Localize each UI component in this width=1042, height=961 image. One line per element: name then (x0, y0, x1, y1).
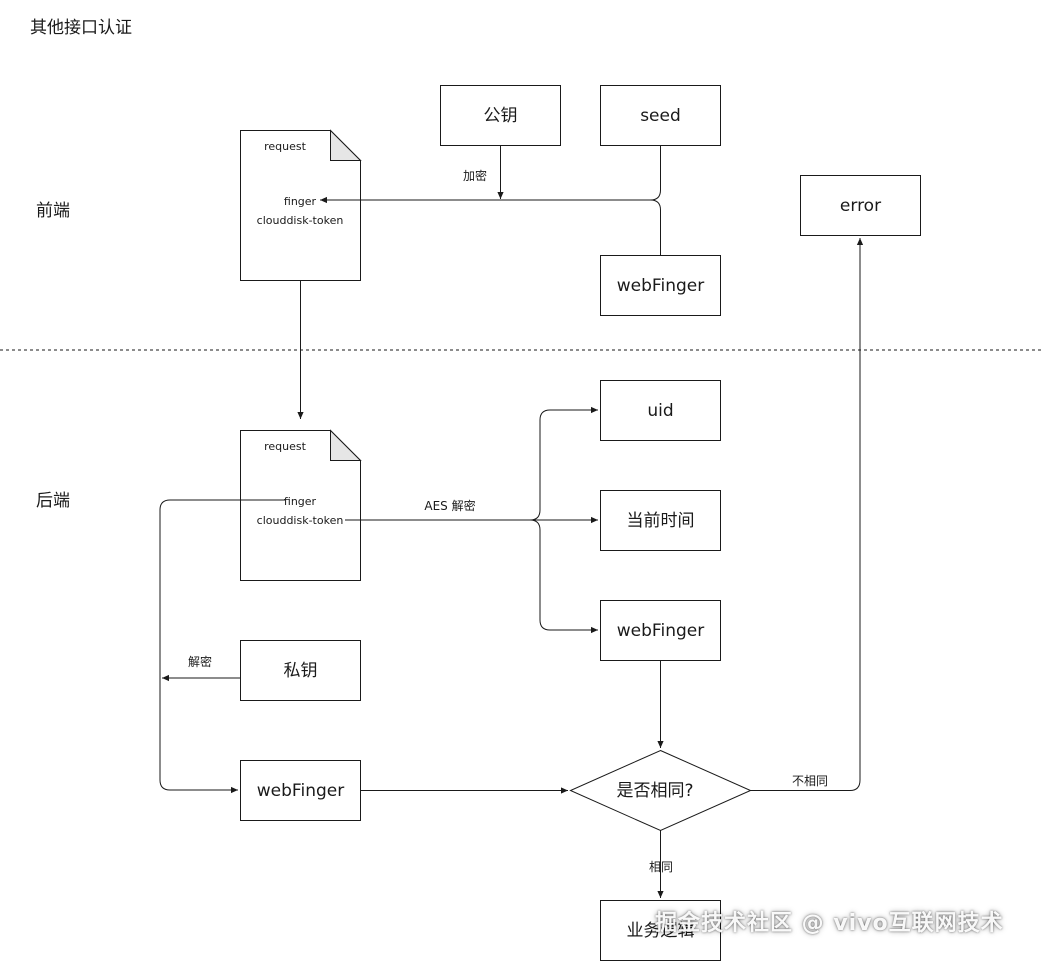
webfinger-to-finger-line (650, 199, 661, 256)
seed-to-finger-arrow (320, 145, 661, 204)
uid-box: uid (600, 380, 721, 441)
decoded-webfinger-box: webFinger (600, 600, 721, 661)
frontend-webfinger-label: webFinger (617, 276, 704, 296)
public-key-box: 公钥 (440, 85, 561, 146)
decision-label: 是否相同? (616, 781, 693, 801)
frontend-finger-field: finger (284, 195, 317, 208)
not-same-label: 不相同 (792, 774, 828, 788)
error-box: error (800, 175, 921, 236)
frontend-request-header: request (264, 140, 307, 153)
watermark: 掘金技术社区 @ vivo互联网技术 (655, 911, 1004, 936)
same-label: 相同 (649, 860, 673, 874)
business-logic-label: 业务逻辑 (627, 921, 695, 941)
finger-to-webfinger-arrow (159, 499, 285, 794)
uid-label: uid (647, 401, 673, 421)
seed-label: seed (640, 106, 681, 126)
current-time-label: 当前时间 (627, 511, 695, 531)
decision-diamond: 是否相同? (569, 749, 752, 832)
aes-to-webfinger-arrow (529, 519, 598, 634)
encrypt-label: 加密 (463, 168, 487, 183)
business-logic-box: 业务逻辑 (600, 900, 721, 961)
backend-request-document: request finger clouddisk-token (240, 429, 362, 581)
decoded-webfinger-label: webFinger (617, 621, 704, 641)
frontend-request-document: request finger clouddisk-token (240, 129, 362, 281)
frontend-webfinger-box: webFinger (600, 255, 721, 316)
backend-token-field: clouddisk-token (257, 514, 344, 527)
frontend-token-field: clouddisk-token (257, 214, 344, 227)
current-time-box: 当前时间 (600, 490, 721, 551)
backend-webfinger-box: webFinger (240, 760, 361, 821)
private-key-label: 私钥 (284, 661, 318, 681)
diagram-title: 其他接口认证 (30, 18, 132, 38)
decrypt-label: 解密 (188, 654, 212, 669)
backend-request-header: request (264, 440, 307, 453)
frontend-section-label: 前端 (36, 201, 70, 221)
backend-webfinger-label: webFinger (257, 781, 344, 801)
aes-to-uid-arrow (529, 406, 598, 521)
private-key-box: 私钥 (240, 640, 361, 701)
error-label: error (840, 196, 881, 216)
not-same-to-error-arrow (750, 238, 864, 791)
public-key-label: 公钥 (484, 106, 518, 126)
aes-decrypt-label: AES 解密 (424, 498, 475, 513)
backend-section-label: 后端 (36, 491, 70, 511)
seed-box: seed (600, 85, 721, 146)
backend-finger-field: finger (284, 495, 317, 508)
